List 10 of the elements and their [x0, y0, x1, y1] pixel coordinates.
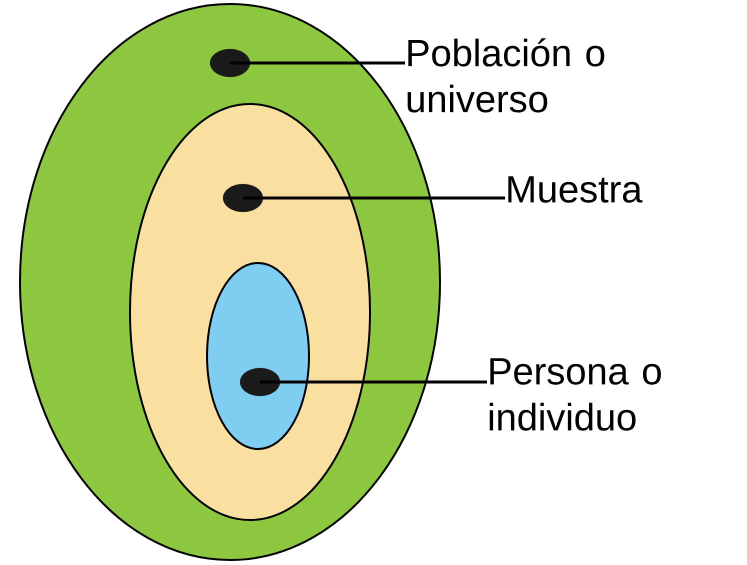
dot-marker — [222, 184, 264, 212]
ellipse-region — [206, 262, 310, 450]
leader-line — [260, 380, 487, 384]
label-text: Población o universo — [408, 38, 604, 113]
dot-marker — [210, 48, 250, 78]
label-text: Muestra — [508, 176, 642, 203]
label-text: Persona o individuo — [490, 358, 661, 431]
leader-line — [230, 62, 405, 64]
leader-line — [243, 196, 505, 200]
dot-marker — [240, 368, 280, 396]
